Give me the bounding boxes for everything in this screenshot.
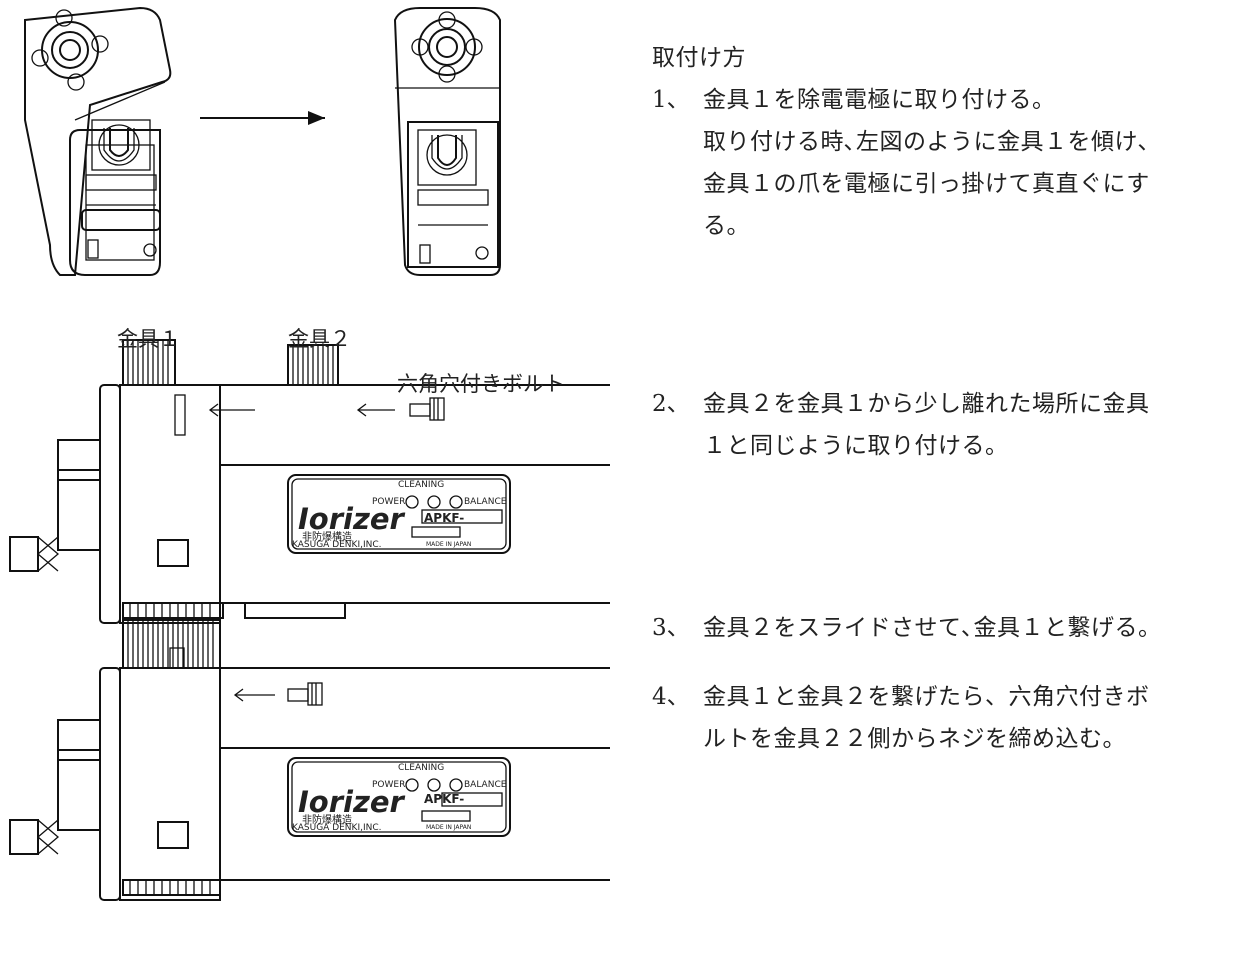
- step-2-number: 2、: [652, 391, 690, 417]
- nameplate-power-label: POWER: [372, 497, 406, 507]
- instructions-heading: 取付け方: [652, 45, 746, 71]
- nameplate2-cleaning-label: CLEANING: [398, 763, 445, 773]
- step-1-line-1: 金具１を除電電極に取り付ける。: [703, 87, 1056, 113]
- label-hex-bolt: 六角穴付きボルト: [397, 372, 565, 396]
- step-1-number: 1、: [652, 87, 690, 113]
- nameplate2-non-explosion: 非防爆構造: [302, 815, 352, 826]
- nameplate2-maker: KASUGA DENKI,INC.: [292, 823, 382, 833]
- nameplate-balance-label: BALANCE: [464, 497, 507, 507]
- figure-tilted-bracket: [24, 6, 172, 276]
- step-4-line-2: ルトを金具２２側からネジを締め込む。: [703, 726, 1126, 752]
- nameplate2-model: APKF-: [424, 792, 465, 806]
- nameplate2-origin: MADE IN JAPAN: [426, 824, 472, 831]
- label-bracket-1: 金具１: [117, 327, 180, 351]
- step-4-line-1: 金具１と金具２を繋げたら、六角穴付きボ: [703, 684, 1150, 710]
- step-1-line-2: 取り付ける時､左図のように金具１を傾け､: [703, 129, 1150, 155]
- step-3-line-1: 金具２をスライドさせて､金具１と繋げる。: [703, 615, 1162, 641]
- nameplate-maker: KASUGA DENKI,INC.: [292, 540, 382, 550]
- label-bracket-2: 金具２: [288, 327, 351, 351]
- step-2-line-2: １と同じように取り付ける。: [703, 433, 1009, 459]
- nameplate2-balance-label: BALANCE: [464, 780, 507, 790]
- nameplate-brand-logo: Iorizer: [298, 502, 404, 536]
- step-1-line-4: る。: [703, 213, 750, 239]
- nameplate-model: APKF-: [424, 511, 465, 525]
- nameplate-non-explosion: 非防爆構造: [302, 532, 352, 543]
- figure-brackets-separated: [9, 339, 610, 624]
- step-4-number: 4、: [652, 684, 690, 710]
- figure-upright-bracket: [393, 7, 501, 276]
- nameplate2-brand-logo: Iorizer: [298, 785, 404, 819]
- step-2-line-1: 金具２を金具１から少し離れた場所に金具: [703, 391, 1150, 417]
- arrow-head-icon: [308, 111, 325, 125]
- nameplate-cleaning-label: CLEANING: [398, 480, 445, 490]
- nameplate-origin: MADE IN JAPAN: [426, 541, 472, 548]
- step-1-line-3: 金具１の爪を電極に引っ掛けて真直ぐにす: [703, 171, 1150, 197]
- nameplate2-power-label: POWER: [372, 780, 406, 790]
- step-3-number: 3、: [652, 615, 690, 641]
- figure-brackets-joined: [9, 619, 610, 901]
